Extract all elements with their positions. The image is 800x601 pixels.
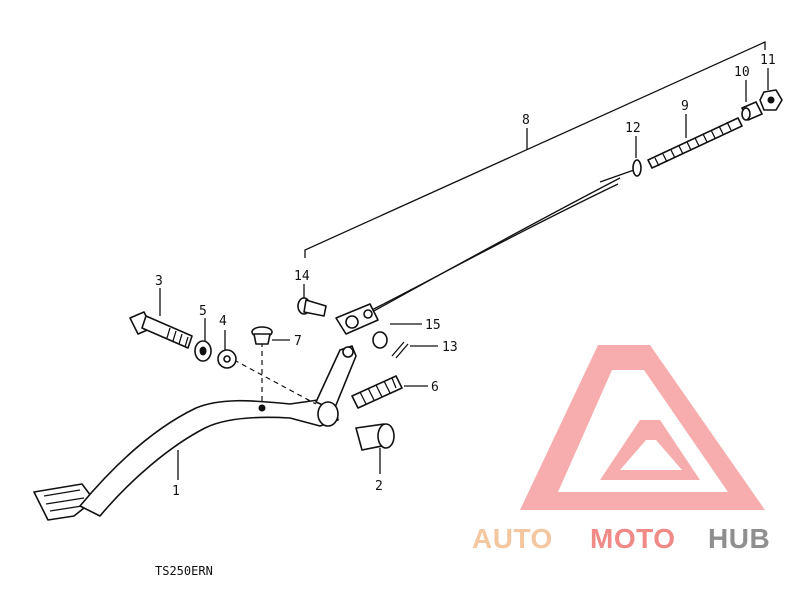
callout-9: 9 bbox=[681, 99, 689, 114]
callout-14: 14 bbox=[294, 269, 310, 284]
return-spring-6 bbox=[351, 375, 403, 409]
brake-rod bbox=[359, 169, 635, 317]
callout-8: 8 bbox=[522, 113, 530, 128]
callout-10: 10 bbox=[734, 65, 750, 80]
model-code: TS250ERN bbox=[155, 564, 213, 578]
watermark-part2: MOTO bbox=[590, 523, 675, 554]
callout-3: 3 bbox=[155, 274, 163, 289]
washer-12 bbox=[632, 159, 642, 177]
threaded-rod bbox=[647, 117, 743, 169]
callout-4: 4 bbox=[219, 314, 227, 329]
callout-2: 2 bbox=[375, 479, 383, 494]
washer-15 bbox=[372, 331, 388, 349]
group-bracket bbox=[304, 40, 766, 258]
callout-7: 7 bbox=[294, 334, 302, 349]
callout-13: 13 bbox=[442, 340, 458, 355]
cotter-pin-13 bbox=[391, 341, 409, 359]
bolt-3 bbox=[129, 311, 193, 349]
watermark-part3: HUB bbox=[708, 523, 770, 554]
nut-5 bbox=[194, 340, 212, 362]
clevis bbox=[335, 303, 379, 335]
callout-11: 11 bbox=[760, 53, 776, 68]
callouts: 1 2 3 4 5 6 7 8 9 10 11 12 13 14 15 bbox=[155, 53, 776, 499]
callout-1: 1 bbox=[172, 484, 180, 499]
callout-5: 5 bbox=[199, 304, 207, 319]
nut-11 bbox=[759, 89, 783, 111]
nut-10 bbox=[741, 101, 763, 121]
plug-7 bbox=[251, 326, 273, 345]
clevis-pin-14 bbox=[297, 297, 327, 317]
watermark-logo-icon bbox=[520, 345, 765, 510]
callout-15: 15 bbox=[425, 318, 441, 333]
callout-6: 6 bbox=[431, 380, 439, 395]
align-line-b bbox=[233, 359, 317, 405]
callout-12: 12 bbox=[625, 121, 641, 136]
watermark-text: AUTO MOTO HUB bbox=[472, 523, 770, 554]
leader-lines bbox=[159, 68, 769, 480]
watermark-part1: AUTO bbox=[472, 523, 553, 554]
bushing-2 bbox=[355, 423, 395, 451]
washer-4 bbox=[217, 349, 237, 369]
brake-pedal bbox=[33, 345, 357, 521]
